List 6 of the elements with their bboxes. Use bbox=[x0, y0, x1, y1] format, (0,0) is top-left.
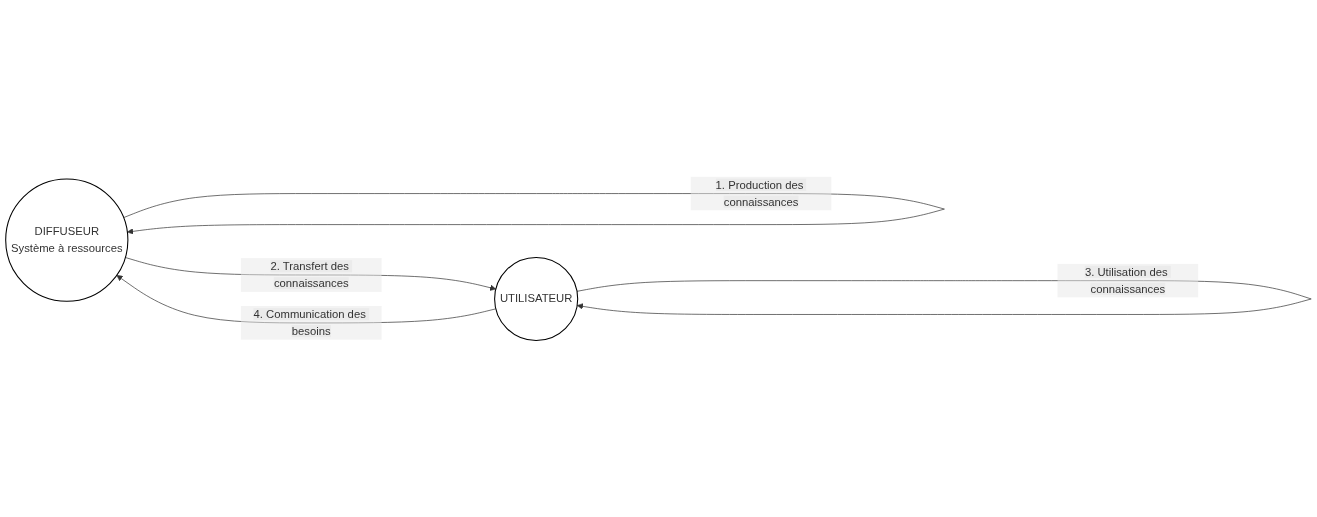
edge-label: 4. Communication des besoins bbox=[253, 308, 366, 337]
edge-label: 1. Production des connaissances bbox=[715, 178, 804, 208]
node-circle: UTILISATEUR bbox=[494, 256, 579, 341]
edge-label: 2. Transfert des connaissances bbox=[270, 260, 349, 290]
edge-label: 3. Utilisation des connaissances bbox=[1084, 265, 1168, 295]
node-circle: DIFFUSEUR Système à ressources bbox=[5, 178, 129, 302]
